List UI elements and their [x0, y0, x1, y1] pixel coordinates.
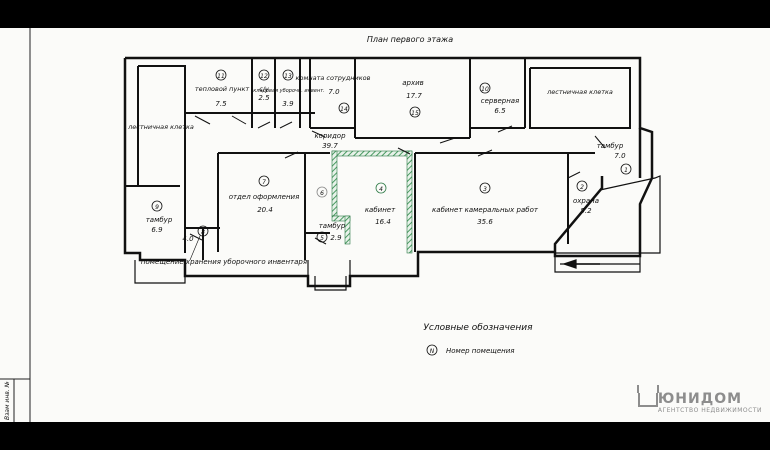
entrance-porch [554, 175, 661, 273]
plan-title: План первого этажа [367, 35, 453, 44]
new-partition [331, 150, 413, 254]
room-number: 12 [260, 73, 268, 80]
room-number: 3 [483, 186, 487, 193]
room-number: 9 [155, 204, 159, 211]
room-number: 6 [320, 190, 324, 197]
room-name: кабинет камеральных работ [432, 206, 539, 214]
room-area: 4.0 [182, 235, 194, 243]
watermark-brand: ЮНИДОМ [657, 391, 743, 407]
house-icon [637, 393, 658, 407]
room-name: кладовая уборочн. инвент. [253, 88, 324, 94]
room-name: комната сотрудников [296, 74, 371, 82]
room-name: архив [402, 79, 424, 87]
legend-symbol: N [430, 348, 435, 355]
porches [134, 253, 351, 291]
room-area: 7.0 [328, 88, 340, 96]
room-area: 20.4 [257, 206, 273, 214]
legend: Условные обозначения N Номер помещения [423, 323, 533, 356]
stair-label: лестничная клетка [546, 88, 613, 96]
room-name: серверная [481, 97, 520, 105]
room-name: с/у [259, 85, 269, 93]
room-area: 3.9 [282, 100, 294, 108]
room-area: 6.5 [494, 107, 506, 115]
legend-text: Номер помещения [446, 347, 515, 355]
interior-walls [125, 58, 631, 260]
room-number: 15 [411, 110, 419, 117]
room-number: 7 [262, 179, 266, 186]
room-area: 16.4 [375, 218, 391, 226]
room-name: тамбур [597, 142, 624, 150]
watermark: ЮНИДОМ АГЕНТСТВО НЕДВИЖИМОСТИ [637, 391, 762, 414]
room-area: 7.5 [215, 100, 227, 108]
room-name: кабинет [365, 206, 396, 214]
room-number: 13 [284, 73, 292, 80]
room-number: 14 [340, 106, 348, 113]
room-name: тамбур [146, 216, 173, 224]
legend-heading: Условные обозначения [423, 323, 533, 333]
floor-plan: Взам инв. № План первого этажа [0, 28, 661, 422]
door-swings [189, 115, 606, 245]
room-labels: 11 тепловой пункт 7.5 12 с/у 2.5 13 клад… [127, 69, 632, 266]
room-number: 2 [580, 184, 584, 191]
room-area: 2.5 [258, 94, 270, 102]
watermark-tagline: АГЕНТСТВО НЕДВИЖИМОСТИ [657, 407, 762, 414]
room-name: отдел оформления [229, 193, 300, 201]
room-number: 8 [201, 229, 205, 236]
room-area: 35.6 [477, 218, 493, 226]
room-name: охрана [573, 197, 599, 205]
room-name: тепловой пункт [195, 85, 250, 93]
room-area: 6.9 [151, 226, 163, 234]
legend-symbol-circle [426, 344, 438, 356]
stair-label: лестничная клетка [127, 123, 194, 131]
room-area: 2.9 [330, 234, 342, 242]
side-note: Взам инв. № [4, 381, 11, 420]
room-area: 5.2 [580, 207, 592, 215]
room-area: 17.7 [406, 92, 422, 100]
room-name: коридор [314, 132, 346, 140]
room-number: 5 [320, 235, 324, 242]
room-number: 11 [217, 73, 225, 80]
room-number: 10 [481, 86, 489, 93]
room-name: помещение хранения уборочного инвентаря [141, 258, 307, 266]
drawing-sheet: Взам инв. № План первого этажа [0, 28, 770, 422]
room-number: 4 [379, 186, 383, 193]
room-number: 1 [624, 167, 628, 174]
room-name: тамбур [319, 222, 346, 230]
room-area: 39.7 [322, 142, 338, 150]
room-area: 7.0 [614, 152, 626, 160]
